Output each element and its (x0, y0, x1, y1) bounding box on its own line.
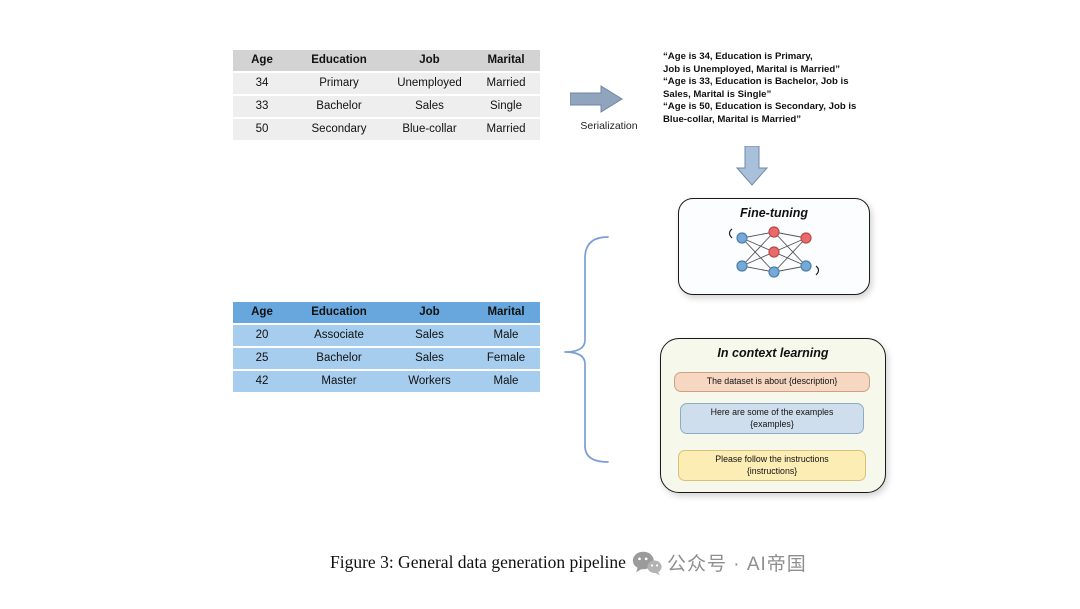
table-cell: Married (472, 73, 540, 94)
fine-tuning-title: Fine-tuning (739, 206, 809, 220)
generated-table: Age Education Job Marital 20 Associate S… (233, 302, 540, 394)
prompt-instructions-box: Please follow the instructions {instruct… (678, 450, 866, 481)
watermark-text: 公众号 · AI帝国 (666, 554, 807, 575)
table-cell: Unemployed (387, 73, 472, 94)
table-cell: Bachelor (291, 96, 387, 117)
prompt-description-box: The dataset is about {description} (674, 372, 870, 392)
table-cell: Blue-collar (387, 119, 472, 140)
table-header-cell: Age (233, 302, 291, 323)
table-cell: 20 (233, 325, 291, 346)
prompt-examples-line1: Here are some of the examples (710, 407, 834, 417)
table-cell: Associate (291, 325, 387, 346)
table-cell: Male (472, 371, 540, 392)
serialized-line: “Age is 50, Education is Secondary, Job … (663, 101, 857, 113)
serialization-label: Serialization (580, 120, 638, 132)
table-cell: Workers (387, 371, 472, 392)
table-header-cell: Job (387, 50, 472, 71)
serialized-line: Blue-collar, Marital is Married” (663, 113, 802, 125)
in-context-learning-title: In context learning (717, 346, 829, 360)
figure-caption: Figure 3: General data generation pipeli… (330, 552, 626, 572)
wechat-icon (632, 551, 662, 575)
in-context-learning-box: In context learning The dataset is about… (660, 338, 886, 493)
prompt-description-text: The dataset is about {description} (706, 376, 838, 386)
down-arrow-icon (736, 146, 768, 186)
table-cell: Single (472, 96, 540, 117)
table-cell: Sales (387, 325, 472, 346)
prompt-instructions-line1: Please follow the instructions (715, 454, 829, 464)
table-cell: 50 (233, 119, 291, 140)
prompt-examples-line2: {examples} (750, 418, 794, 429)
neural-network-icon (728, 226, 820, 278)
table-cell: Secondary (291, 119, 387, 140)
table-header-cell: Education (291, 50, 387, 71)
table-cell: Primary (291, 73, 387, 94)
source-table: Age Education Job Marital 34 Primary Une… (233, 50, 540, 142)
table-header-cell: Education (291, 302, 387, 323)
fine-tuning-box: Fine-tuning (678, 198, 870, 295)
table-header-cell: Marital (472, 302, 540, 323)
table-cell: Male (472, 325, 540, 346)
brace-connector (564, 236, 609, 463)
table-cell: Sales (387, 96, 472, 117)
table-cell: 34 (233, 73, 291, 94)
table-header-cell: Age (233, 50, 291, 71)
prompt-instructions-line2: {instructions} (746, 465, 798, 476)
table-header-cell: Job (387, 302, 472, 323)
table-cell: Married (472, 119, 540, 140)
serialized-line: “Age is 33, Education is Bachelor, Job i… (663, 76, 849, 88)
watermark: 公众号 · AI帝国 (632, 549, 807, 576)
table-cell: Female (472, 348, 540, 369)
table-cell: 33 (233, 96, 291, 117)
table-cell: 25 (233, 348, 291, 369)
serialized-line: Sales, Marital is Single” (663, 88, 772, 100)
table-header-cell: Marital (472, 50, 540, 71)
serialized-line: “Age is 34, Education is Primary, (663, 51, 813, 62)
table-cell: Bachelor (291, 348, 387, 369)
serialized-text: “Age is 34, Education is Primary, Job is… (663, 51, 873, 127)
table-cell: 42 (233, 371, 291, 392)
serialized-line: Job is Unemployed, Marital is Married” (663, 63, 840, 75)
table-cell: Master (291, 371, 387, 392)
figure-caption-row: Figure 3: General data generation pipeli… (330, 549, 807, 576)
table-cell: Sales (387, 348, 472, 369)
prompt-examples-box: Here are some of the examples {examples} (680, 403, 864, 434)
serialization-arrow-icon (570, 85, 623, 113)
